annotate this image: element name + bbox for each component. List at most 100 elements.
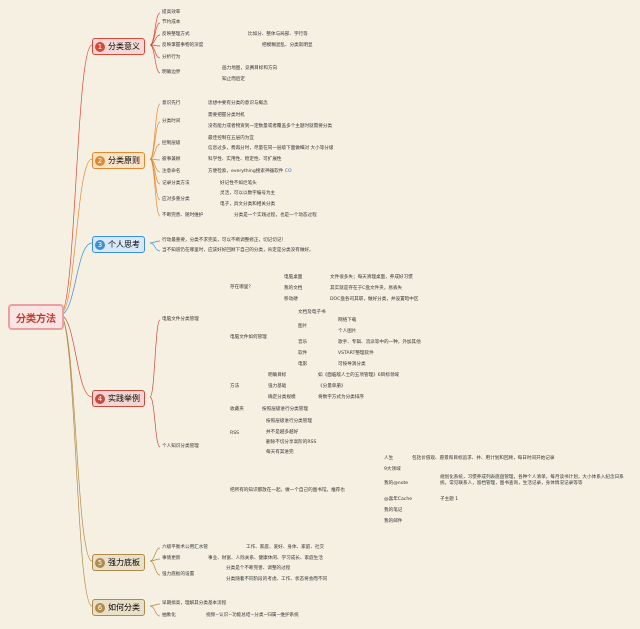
- b4-pic-item[interactable]: 个人图片: [338, 329, 357, 334]
- b2-detail[interactable]: 没有能力或者物资到一定数量或者覆盖多个主题时就需要分类: [208, 124, 333, 129]
- b4-fav-desc[interactable]: 按照层级进行分类管理: [262, 407, 308, 412]
- b2-item[interactable]: 记录分类方法: [162, 181, 190, 186]
- b4-disk-desc[interactable]: 其实就是存在于C盘文件夹，易丢失: [330, 286, 403, 291]
- b2-detail[interactable]: 最佳控制在五层内为宜: [208, 136, 254, 141]
- connector-line: [149, 558, 161, 562]
- b2-detail[interactable]: 分类是一个实践过程，也是一个动态过程: [234, 213, 317, 218]
- b2-item[interactable]: 不断完善、随时维护: [162, 213, 204, 218]
- b4-rss-item[interactable]: 按照层级进行分类管理: [266, 419, 312, 424]
- b2-item[interactable]: 分类时间: [162, 119, 181, 124]
- b4-mgmt-item[interactable]: 软件: [298, 351, 308, 356]
- b5-item[interactable]: 事情更新: [162, 556, 181, 561]
- b4-disk-item[interactable]: 移动硬: [284, 297, 298, 302]
- b2-detail[interactable]: 需要把握分类时机: [208, 113, 245, 118]
- b4-rss[interactable]: RSS: [230, 431, 240, 436]
- b3-line[interactable]: 行动最重要，分类不求完美，可以不断调整修正，切记切记！: [162, 238, 287, 243]
- b4-method-desc[interactable]: 《分量单册》: [318, 384, 346, 389]
- b4-mgmt-item[interactable]: 音乐: [298, 340, 308, 345]
- b1-item[interactable]: 提高效率: [162, 10, 181, 15]
- b4-tool[interactable]: 我的笔记: [384, 508, 403, 513]
- b2-detail[interactable]: 信息过多，费再分时，尽量在同一层级下面做细对 大小等分级: [208, 146, 334, 151]
- b3-line[interactable]: 当不知道仍在哪里时，应该好好回顾下自己的分类，肯定是分类没有做好。: [162, 248, 314, 253]
- b2-item[interactable]: 应对多重分类: [162, 197, 190, 202]
- b4-tool-detail[interactable]: 包括价值观、愿景和目标追求、并、用计划和回顾，每日时间开始记录: [412, 456, 555, 461]
- b4-tool-desc[interactable]: 把所有的知识都放在一起，做一个自己的图书馆。推荐也: [230, 488, 345, 493]
- connector-line: [149, 22, 161, 46]
- b2-item[interactable]: 注意命名: [162, 169, 181, 174]
- b4-disk-item[interactable]: 电脑桌面: [284, 275, 303, 280]
- b1-detail[interactable]: 把模糊混乱、分类就明显: [262, 43, 313, 48]
- b6-detail[interactable]: 视频−认识−功能总结−分类−归属−维护系统: [206, 613, 299, 618]
- b4-tool[interactable]: @喜年Cache: [384, 497, 413, 502]
- b4-sub[interactable]: 个人知识分类管理: [162, 444, 199, 449]
- b4-music[interactable]: 歌手、专辑、流派等中的一种，外加其他: [338, 340, 421, 345]
- b4-soft[interactable]: VSTART整理软件: [338, 351, 374, 356]
- b2-item[interactable]: 意识先行: [162, 101, 181, 106]
- b5-detail[interactable]: 事业、财富、人际关系、健康休闲、学习成长、家庭生活: [208, 556, 323, 561]
- b1-item[interactable]: 明确边界: [162, 70, 181, 75]
- b2-item[interactable]: 控制层级: [162, 141, 181, 146]
- b4-method-desc[interactable]: 将数字方式为分类排序: [318, 395, 364, 400]
- b2-detail-link[interactable]: CO: [284, 169, 292, 174]
- b4-disk-desc[interactable]: 文件很多失；每天清理桌面，养成好习惯: [330, 275, 413, 280]
- b4-mgmt-item[interactable]: 电影: [298, 362, 308, 367]
- b2-detail[interactable]: 思想中要有分类的意识与概念: [208, 101, 268, 106]
- b2-detail[interactable]: 方便检索，everything搜索神器软件 CO: [208, 169, 292, 175]
- b4-method-desc[interactable]: 如《面临敌人士的五项管理》6目标领域: [318, 373, 400, 378]
- b1-item[interactable]: 反映掌握事物的深度: [162, 43, 204, 48]
- b1-detail[interactable]: 比如分、整体与局部、宇行等: [248, 32, 308, 37]
- b6-item[interactable]: 抽象化: [162, 613, 176, 618]
- b1-item[interactable]: 分析行为: [162, 55, 181, 60]
- b1-detail[interactable]: 画力地图，竞赛目标和方向: [222, 66, 278, 71]
- b4-method[interactable]: 方法: [230, 384, 240, 389]
- connector-line: [149, 44, 161, 59]
- b4-pic-item[interactable]: 网络下载: [338, 318, 357, 323]
- b4-tool-detail[interactable]: 规划化系统，习惯养成列表底盘管理，各种个人清单，每月读书计划，大小体系入纪念日系…: [440, 475, 624, 486]
- branch-4-label: 实践举例: [108, 394, 140, 403]
- b2-detail[interactable]: 科学性、实用性、稳定性、可扩展性: [208, 157, 282, 162]
- b4-mgmt[interactable]: 电脑文件如何管理: [230, 335, 267, 340]
- b4-tool[interactable]: 我的邮件: [384, 519, 403, 524]
- b4-method-item[interactable]: 强力基础: [268, 384, 287, 389]
- b4-rss-item[interactable]: 每天有其进完: [266, 450, 294, 455]
- b4-fav[interactable]: 收藏夹: [230, 407, 244, 412]
- b5-item[interactable]: 强力底板的设置: [162, 572, 195, 577]
- b2-detail[interactable]: 电子，具文分类和相关分类: [220, 202, 276, 207]
- b4-mgmt-item[interactable]: 文档及电子书: [298, 310, 326, 315]
- b4-rss-item[interactable]: 并不是越多越好: [266, 430, 299, 435]
- b4-tool-detail[interactable]: 子主题 1: [440, 497, 459, 502]
- b4-disk-item[interactable]: 我的文档: [284, 286, 303, 291]
- b5-detail[interactable]: 分类是个不断完善、调整的过程: [226, 566, 291, 571]
- b4-tool[interactable]: 人生: [384, 456, 394, 461]
- b5-detail[interactable]: 分类随着不同阶段的考虑、工作、状态将会而不同: [226, 577, 328, 582]
- b4-tool[interactable]: 我的@note: [384, 481, 409, 486]
- b1-item[interactable]: 反映整理方式: [162, 32, 190, 37]
- b6-item[interactable]: 早期搞高，理解其分类基本流程: [162, 601, 227, 606]
- b1-detail[interactable]: 知止而后定: [222, 77, 245, 82]
- b4-disk[interactable]: 存在哪里？: [230, 285, 253, 290]
- b4-tool[interactable]: 9大领域: [384, 467, 401, 472]
- b1-item[interactable]: 节约成本: [162, 20, 181, 25]
- root-topic[interactable]: 分类方法: [8, 304, 64, 330]
- b4-disk-desc[interactable]: DOC盘各司其职，做好分类，并设置暗中区: [330, 297, 419, 302]
- b2-item[interactable]: 彼事兼顾: [162, 157, 181, 162]
- b4-sub[interactable]: 电脑文件分类管理: [162, 317, 199, 322]
- b4-mgmt-item[interactable]: 图片: [298, 324, 308, 329]
- b5-item[interactable]: 六级平衡术公用汇水管: [162, 545, 208, 550]
- branch-2-label: 分类原则: [108, 156, 140, 165]
- b4-movie[interactable]: 可按导演分类: [338, 362, 366, 367]
- b4-rss-item[interactable]: 删除不切分享高阶的RSS: [266, 440, 317, 445]
- b4-method-item[interactable]: 明确目标: [268, 373, 287, 378]
- b2-detail[interactable]: 灵活，可以以数字编号为主: [220, 191, 276, 196]
- connector-line: [149, 121, 161, 160]
- b5-detail[interactable]: 工作、家庭、爱好、身体、家庭、社交: [246, 545, 325, 550]
- b4-method-item[interactable]: 确定分类规模: [268, 395, 296, 400]
- b2-detail[interactable]: 好记性不如烂笔头: [220, 181, 257, 186]
